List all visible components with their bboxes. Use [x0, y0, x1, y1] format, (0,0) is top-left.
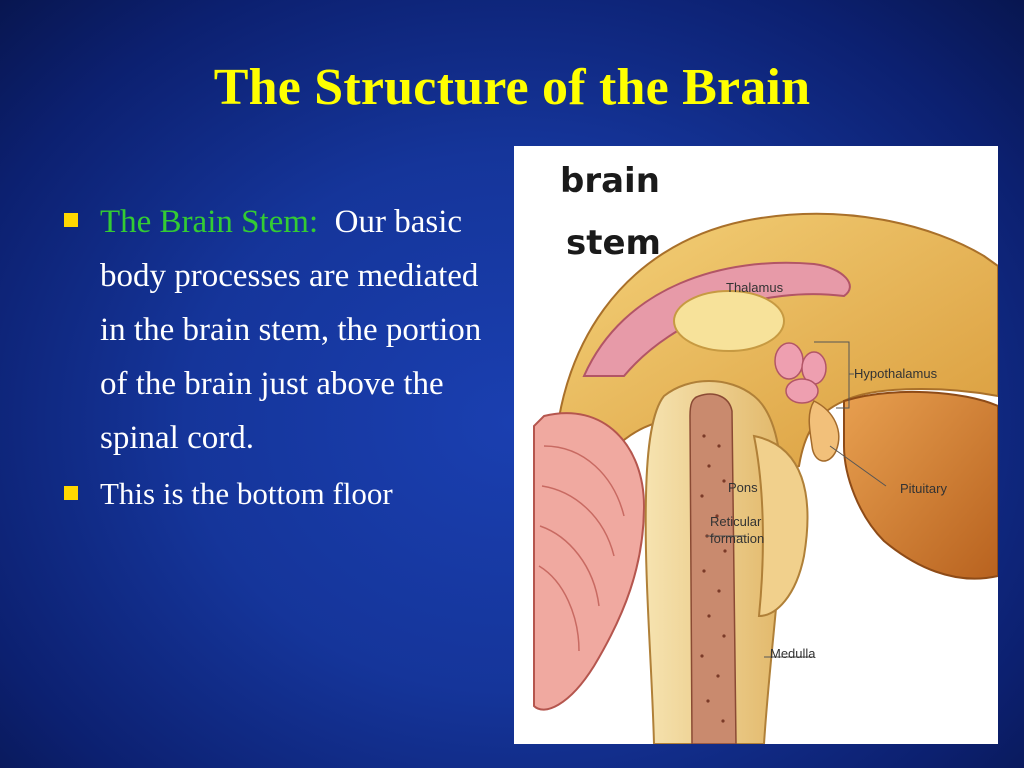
bullet-square-icon	[64, 213, 78, 227]
slide-title: The Structure of the Brain	[213, 59, 811, 116]
label-thalamus: Thalamus	[726, 280, 784, 295]
frontal-lobe-shape	[843, 390, 998, 580]
label-reticular-line1: Reticular	[710, 514, 762, 529]
label-pons: Pons	[728, 480, 758, 495]
label-medulla: Medulla	[770, 646, 816, 661]
pituitary-shape	[808, 400, 840, 462]
bullet-lead-text: The Brain Stem:	[100, 204, 319, 240]
figure-heading-line2: stem	[566, 223, 661, 263]
thalamus-shape	[673, 290, 785, 352]
reticular-dots	[700, 434, 727, 723]
label-pituitary: Pituitary	[900, 481, 947, 496]
bullet-square-icon	[64, 486, 78, 500]
label-reticular-line2: formation	[710, 531, 764, 546]
hypothalamus-shape	[774, 342, 827, 404]
label-leader-lines	[706, 341, 887, 658]
cerebellum-shape	[533, 412, 646, 711]
reticular-formation-shape	[689, 393, 737, 744]
bullet-list: The Brain Stem: Our basic body processes…	[62, 195, 492, 517]
brain-stem-illustration: brain stem Thalamus Hypothalamus Pituita…	[514, 146, 998, 744]
bullet-body-text: Our basic body processes are mediated in…	[100, 204, 482, 456]
label-hypothalamus: Hypothalamus	[854, 366, 938, 381]
cerebellum-folds	[538, 445, 625, 652]
pons-shape	[752, 434, 809, 618]
bullet-body-text: This is the bottom floor	[100, 476, 393, 511]
bullet-bottom-floor: This is the bottom floor	[62, 471, 492, 517]
figure-heading-line1: brain	[560, 161, 660, 201]
brain-diagram: brain stem Thalamus Hypothalamus Pituita…	[514, 146, 998, 744]
bullet-brain-stem: The Brain Stem: Our basic body processes…	[62, 195, 492, 465]
